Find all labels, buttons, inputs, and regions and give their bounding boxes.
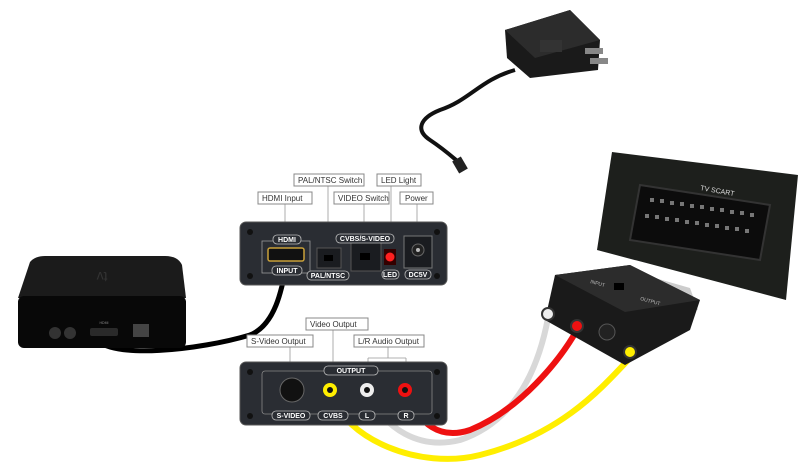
converter-output-panel: OUTPUT S-VIDEO CVBS L R	[239, 361, 448, 426]
hdmi-port-label: HDMI	[100, 321, 109, 325]
label-svideo: S-VIDEO	[271, 410, 311, 421]
scart-input-label: INPUT	[589, 279, 605, 289]
apple-tv-logo: tv	[97, 269, 108, 285]
svg-text:VIDEO Switch: VIDEO Switch	[338, 194, 389, 203]
svg-text:LED: LED	[383, 272, 397, 279]
converter-input-panel: HDMI INPUT PAL/NTSC CVBS/S-VIDEO LED DC5…	[239, 221, 448, 286]
svg-text:OUTPUT: OUTPUT	[337, 368, 367, 375]
label-r: R	[397, 410, 415, 421]
svg-text:L: L	[365, 413, 370, 420]
power-port-icon	[49, 327, 61, 339]
apple-tv: tv HDMI	[18, 256, 186, 348]
svg-text:S-Video Output: S-Video Output	[251, 337, 306, 346]
scart-adapter: INPUT OUTPUT	[541, 265, 700, 365]
label-pal-ntsc: PAL/NTSC	[306, 270, 350, 281]
label-hdmi: HDMI	[272, 234, 302, 245]
label-dc5v: DC5V	[404, 269, 432, 280]
svg-text:L/R Audio Output: L/R Audio Output	[358, 337, 420, 346]
ethernet-port	[133, 324, 149, 337]
callout-power: Power	[399, 191, 434, 205]
svideo-port	[279, 377, 305, 403]
svg-text:R: R	[403, 413, 408, 420]
svg-text:CVBS/S-VIDEO: CVBS/S-VIDEO	[340, 236, 391, 243]
led-light	[385, 252, 395, 262]
hdmi-port	[90, 328, 118, 336]
svg-text:DC5V: DC5V	[409, 272, 428, 279]
svg-text:INPUT: INPUT	[277, 268, 299, 275]
label-input: INPUT	[271, 265, 303, 276]
hdmi-input-port	[267, 247, 305, 262]
svg-text:LED Light: LED Light	[381, 176, 417, 185]
hdmi-cable	[92, 261, 290, 354]
svg-text:HDMI Input: HDMI Input	[262, 194, 303, 203]
label-l: L	[358, 410, 376, 421]
svg-text:PAL/NTSC Switch: PAL/NTSC Switch	[298, 176, 362, 185]
callout-hdmi-input: HDMI Input	[257, 191, 313, 205]
label-led: LED	[381, 269, 400, 280]
tv-scart-socket: TV SCART	[597, 152, 798, 300]
power-adapter	[419, 10, 608, 174]
svg-text:Video Output: Video Output	[310, 320, 357, 329]
svg-text:Power: Power	[405, 194, 428, 203]
scart-svideo-port	[598, 323, 616, 341]
label-cvbs-svideo: CVBS/S-VIDEO	[335, 233, 395, 244]
callout-svideo-output: S-Video Output	[246, 334, 314, 348]
callout-video-switch: VIDEO Switch	[333, 191, 390, 205]
callout-led-light: LED Light	[376, 173, 422, 187]
pal-ntsc-switch[interactable]	[324, 255, 333, 261]
callout-lr-audio-output: L/R Audio Output	[353, 334, 425, 348]
callout-video-output: Video Output	[305, 317, 369, 331]
svg-text:HDMI: HDMI	[278, 237, 296, 244]
yellow-video-cable	[327, 355, 633, 462]
svg-text:CVBS: CVBS	[323, 413, 343, 420]
scart-adapter-switch[interactable]	[614, 283, 624, 290]
label-output: OUTPUT	[323, 365, 379, 376]
svg-text:S-VIDEO: S-VIDEO	[277, 413, 306, 420]
video-switch[interactable]	[360, 253, 370, 260]
scart-output-label: OUTPUT	[639, 296, 660, 307]
output-callouts: Video Output S-Video Output L/R Audio Ou…	[246, 317, 425, 380]
dc-power-jack	[416, 248, 420, 252]
callout-pal-ntsc-switch: PAL/NTSC Switch	[293, 173, 365, 187]
svg-text:PAL/NTSC: PAL/NTSC	[311, 273, 345, 280]
label-cvbs: CVBS	[317, 410, 349, 421]
